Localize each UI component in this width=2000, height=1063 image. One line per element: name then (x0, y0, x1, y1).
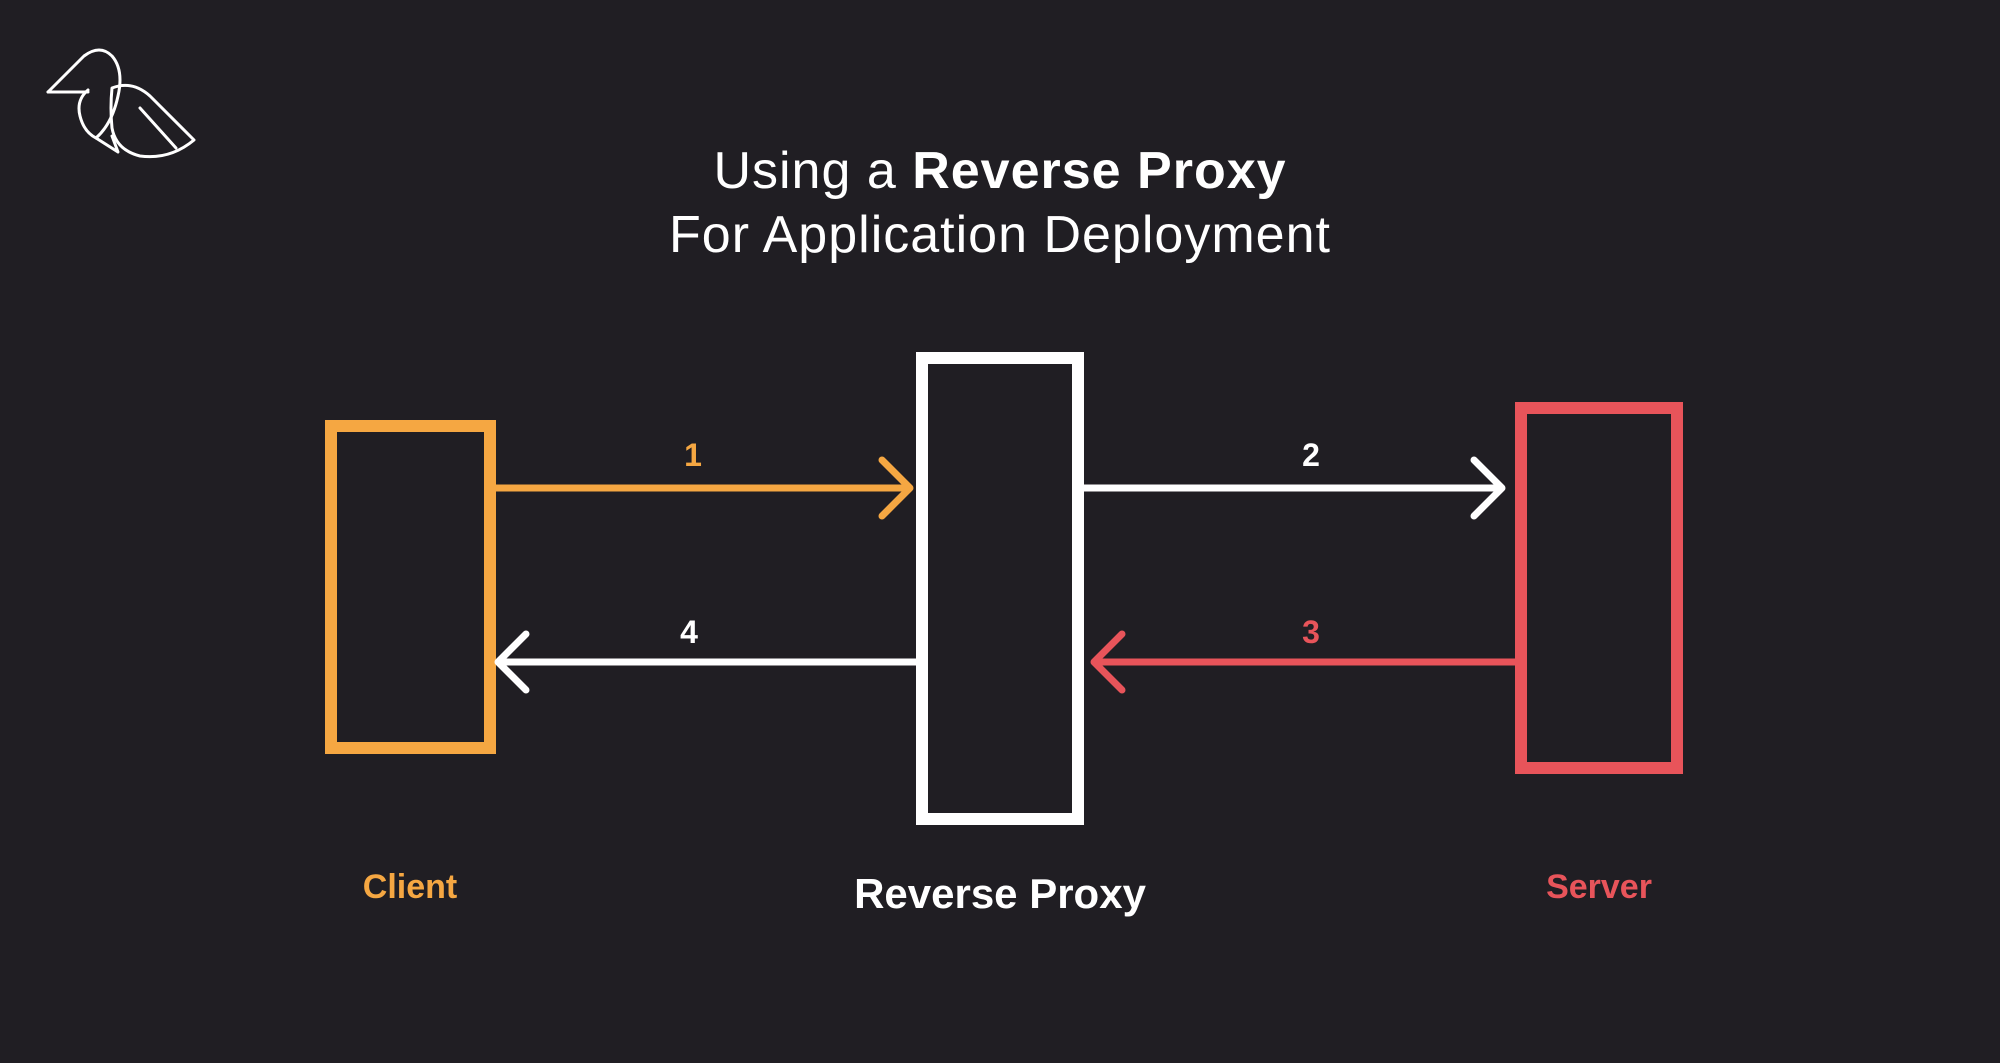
page-title-line-2: For Application Deployment (669, 206, 1331, 264)
title-normal: Using a (713, 142, 913, 200)
proxy-box (916, 352, 1084, 825)
server-box (1515, 402, 1683, 774)
arrow-4 (494, 630, 920, 694)
bird-logo-icon (46, 48, 196, 159)
step-1-label: 1 (684, 437, 702, 473)
step-3-label: 3 (1302, 614, 1320, 650)
client-box (325, 420, 496, 754)
step-2-label: 2 (1302, 437, 1320, 473)
arrow-2 (1074, 456, 1506, 520)
arrow-3 (1090, 630, 1519, 694)
title-bold: Reverse Proxy (912, 142, 1287, 200)
step-4-label: 4 (680, 614, 698, 650)
server-label: Server (1546, 868, 1652, 906)
page-title-line-1: Using a Reverse Proxy (0, 140, 2000, 202)
proxy-label: Reverse Proxy (854, 870, 1146, 917)
arrow-1 (486, 456, 914, 520)
client-label: Client (362, 868, 458, 906)
